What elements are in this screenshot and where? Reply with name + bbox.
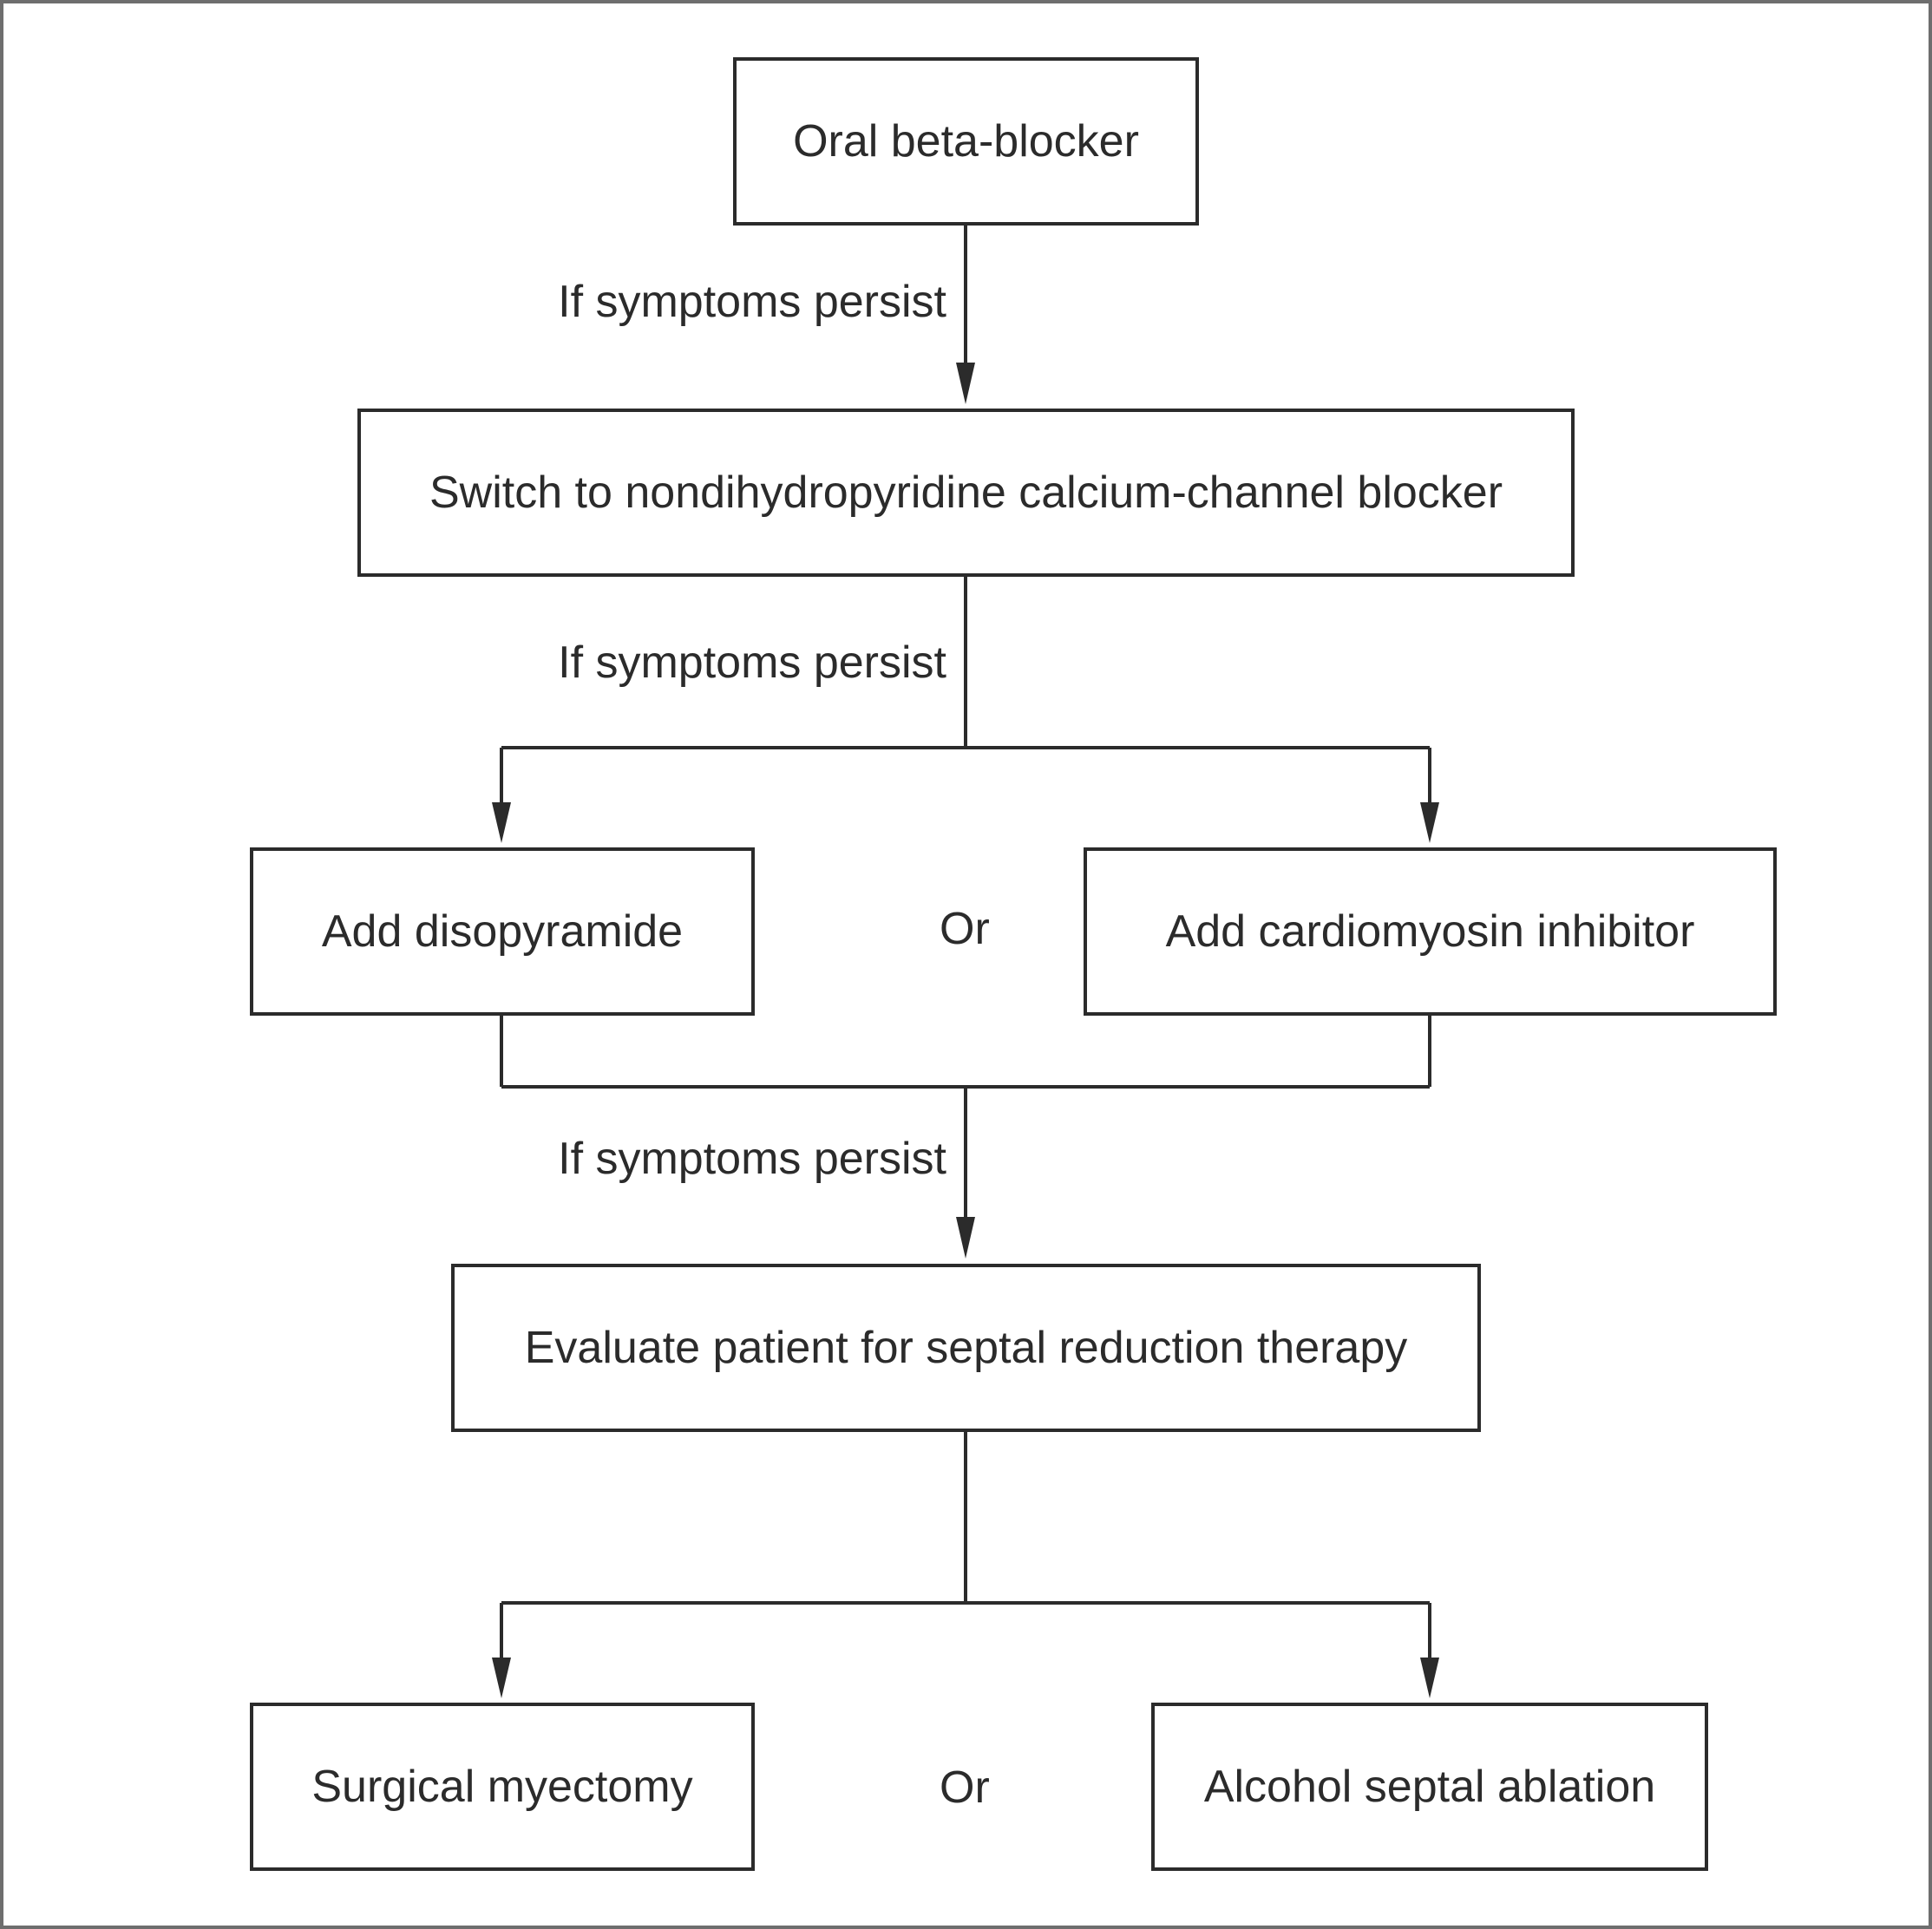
node-evaluate-srt-label: Evaluate patient for septal reduction th… — [524, 1323, 1408, 1373]
node-evaluate-srt: Evaluate patient for septal reduction th… — [451, 1264, 1481, 1432]
arrowhead-ablation — [1420, 1658, 1439, 1698]
node-switch-ccb-label: Switch to nondihydropyridine calcium-cha… — [429, 468, 1503, 518]
arrowhead-evaluate — [956, 1217, 975, 1259]
node-alcohol-ablation: Alcohol septal ablation — [1151, 1703, 1708, 1871]
node-add-cardiomyosin-label: Add cardiomyosin inhibitor — [1165, 906, 1695, 957]
or-label-2: Or — [940, 1762, 990, 1813]
node-add-disopyramide-label: Add disopyramide — [321, 906, 684, 957]
node-oral-beta-blocker: Oral beta-blocker — [733, 57, 1199, 226]
arrowhead-myectomy — [492, 1658, 511, 1698]
edge-label-persist-1: If symptoms persist — [558, 277, 946, 327]
node-alcohol-ablation-label: Alcohol septal ablation — [1203, 1762, 1656, 1812]
edge-label-persist-3: If symptoms persist — [558, 1134, 946, 1184]
node-add-disopyramide: Add disopyramide — [250, 847, 755, 1016]
node-surgical-myectomy: Surgical myectomy — [250, 1703, 755, 1871]
arrowhead-disopyramide — [492, 802, 511, 843]
arrowhead-switch — [956, 363, 975, 404]
node-oral-beta-blocker-label: Oral beta-blocker — [793, 116, 1139, 167]
or-label-1: Or — [940, 904, 990, 954]
node-switch-ccb: Switch to nondihydropyridine calcium-cha… — [357, 409, 1575, 577]
edge-label-persist-2: If symptoms persist — [558, 638, 946, 688]
node-surgical-myectomy-label: Surgical myectomy — [311, 1762, 693, 1812]
node-add-cardiomyosin: Add cardiomyosin inhibitor — [1084, 847, 1777, 1016]
arrowhead-cardiomyosin — [1420, 802, 1439, 843]
